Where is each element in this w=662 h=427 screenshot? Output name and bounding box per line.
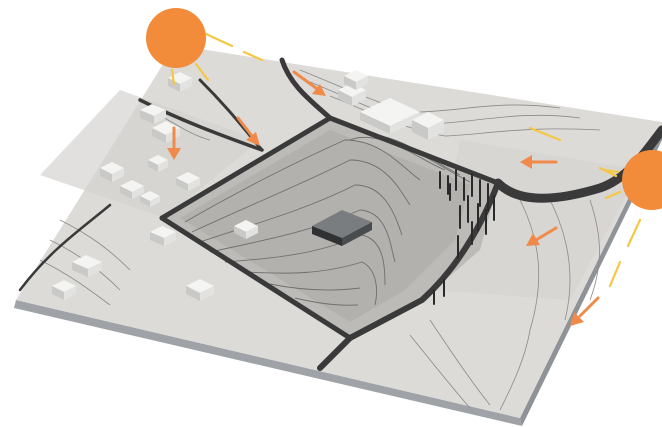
site-model-svg: [0, 0, 662, 427]
site-analysis-diagram: [0, 0, 662, 427]
